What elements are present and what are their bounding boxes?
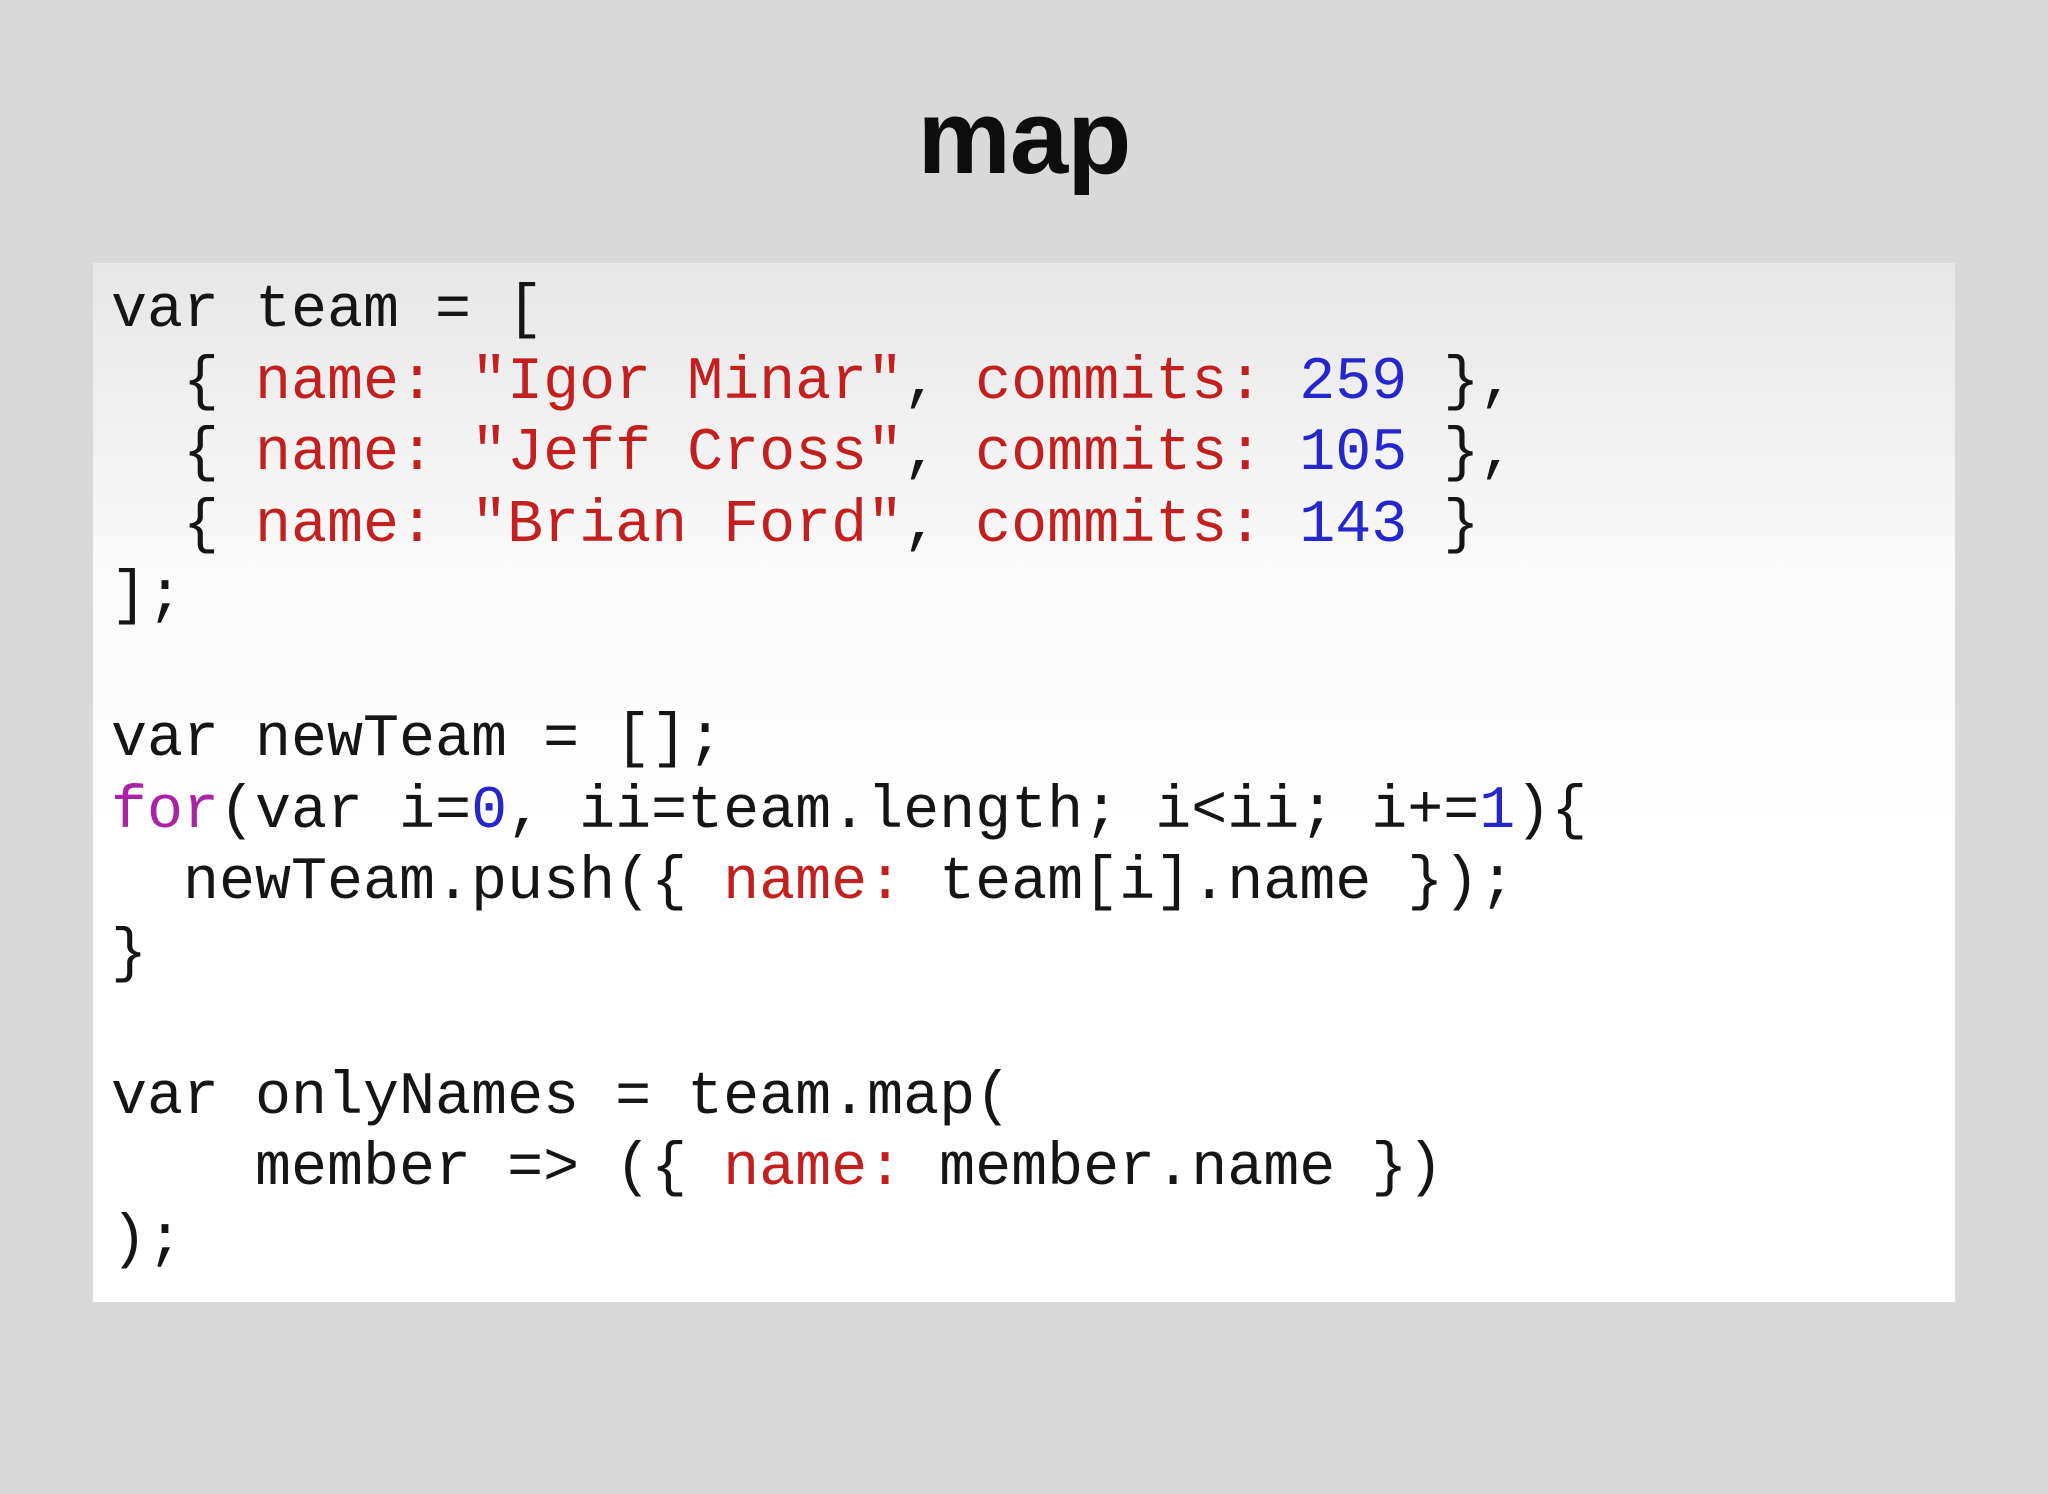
code-line: newTeam.push({ name: team[i].name });: [111, 848, 1935, 920]
code-token: [435, 349, 471, 417]
code-token: {: [111, 420, 256, 488]
code-token: {: [111, 491, 256, 560]
code-token: var onlyNames = team.map(: [111, 1063, 1012, 1132]
code-line: member => ({ name: member.name }): [111, 1134, 1935, 1206]
code-token: }: [111, 920, 148, 989]
code-token: ,: [903, 491, 976, 560]
code-token: member => ({: [111, 1135, 724, 1203]
code-token: for: [111, 777, 220, 846]
code-token: (var i=: [219, 777, 472, 846]
code-token: newTeam.push({: [111, 849, 724, 917]
code-token: ,: [903, 348, 976, 417]
code-token: },: [1407, 348, 1516, 417]
code-token: name:: [255, 348, 436, 417]
code-token: [435, 492, 471, 560]
code-line: { name: "Jeff Cross", commits: 105 },: [111, 419, 1935, 491]
code-token: team[i].name });: [903, 849, 1516, 917]
code-listing: var team = [ { name: "Igor Minar", commi…: [111, 276, 1935, 1277]
code-token: , ii=team.length; i<ii; i+=: [507, 777, 1480, 846]
code-token: var newTeam = [];: [111, 706, 724, 774]
code-line: [111, 991, 1935, 1063]
code-token: 105: [1299, 420, 1408, 488]
code-token: 0: [471, 777, 508, 846]
code-token: commits:: [975, 348, 1264, 417]
code-token: [435, 420, 471, 488]
code-token: "Brian Ford": [471, 491, 904, 560]
code-line: { name: "Igor Minar", commits: 259 },: [111, 348, 1935, 420]
code-token: },: [1407, 420, 1516, 488]
code-line: var onlyNames = team.map(: [111, 1063, 1935, 1135]
code-token: 143: [1299, 491, 1408, 560]
code-token: ){: [1515, 777, 1588, 846]
code-token: "Jeff Cross": [471, 420, 904, 488]
slide-title: map: [917, 79, 1132, 196]
code-token: {: [111, 348, 256, 417]
code-token: "Igor Minar": [471, 348, 904, 417]
code-token: ];: [111, 563, 184, 631]
code-block: var team = [ { name: "Igor Minar", commi…: [93, 263, 1955, 1302]
code-token: commits:: [975, 420, 1264, 488]
code-token: ,: [903, 420, 976, 488]
code-token: name:: [255, 491, 436, 560]
code-line: { name: "Brian Ford", commits: 143 }: [111, 491, 1935, 563]
code-line: var newTeam = [];: [111, 705, 1935, 777]
code-token: member.name }): [903, 1135, 1444, 1203]
code-line: }: [111, 920, 1935, 992]
code-token: name:: [723, 849, 904, 917]
code-line: ];: [111, 562, 1935, 634]
code-line: for(var i=0, ii=team.length; i<ii; i+=1)…: [111, 777, 1935, 849]
code-token: name:: [255, 420, 436, 488]
code-line: );: [111, 1206, 1935, 1278]
code-token: name:: [723, 1135, 904, 1203]
code-line: var team = [: [111, 276, 1935, 348]
code-token: 259: [1299, 348, 1408, 417]
code-token: var team = [: [111, 277, 544, 345]
code-token: 1: [1479, 777, 1516, 846]
code-line: [111, 634, 1935, 706]
code-token: }: [1407, 491, 1480, 560]
code-token: [1263, 492, 1299, 560]
code-token: );: [111, 1206, 184, 1275]
code-token: [1263, 349, 1299, 417]
code-token: commits:: [975, 491, 1264, 560]
code-token: [1263, 420, 1299, 488]
